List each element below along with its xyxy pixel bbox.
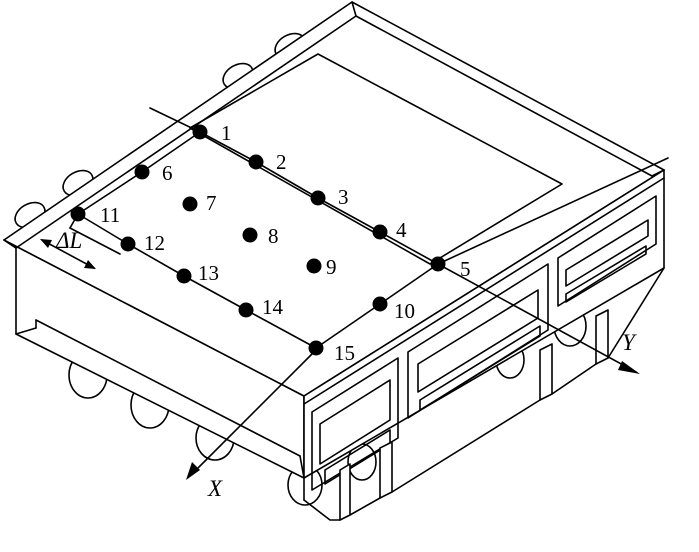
point-12-label: 12 (144, 231, 165, 255)
point-15-label: 15 (334, 341, 355, 365)
point-5-label: 5 (460, 257, 471, 281)
x-axis-arrowhead (186, 462, 200, 480)
x-axis-line (149, 107, 201, 133)
point-11-marker (70, 206, 86, 222)
point-10-label: 10 (394, 299, 415, 323)
point-6-label: 6 (162, 161, 173, 185)
x-axis-line-front (189, 349, 317, 477)
delta-l-dimension: ΔL (40, 213, 121, 269)
point-4-marker (372, 224, 388, 240)
point-10-marker (372, 296, 388, 312)
y-axis-arrowhead (618, 361, 640, 374)
x-axis-label: X (207, 476, 223, 501)
y-axis-label: Y (622, 330, 637, 355)
delta-l-label: ΔL (55, 228, 82, 253)
point-14-label: 14 (262, 295, 284, 319)
point-8-marker (242, 227, 258, 243)
point-9-marker (306, 258, 322, 274)
point-13-label: 13 (198, 261, 219, 285)
point-6-marker (134, 164, 150, 180)
axes: Y X (149, 107, 669, 501)
point-11-label: 11 (100, 203, 120, 227)
point-2-marker (248, 154, 264, 170)
point-7-label: 7 (206, 191, 217, 215)
point-1-label: 1 (221, 121, 232, 145)
point-7-marker (182, 196, 198, 212)
point-4-label: 4 (396, 218, 407, 242)
point-15-marker (308, 340, 324, 356)
table-body (3, 1, 665, 521)
point-5-marker (430, 256, 446, 272)
point-1-marker (192, 124, 208, 140)
measurement-points: 1 2 3 4 5 6 7 8 9 10 11 12 13 14 15 (70, 121, 471, 365)
point-12-marker (120, 236, 136, 252)
point-13-marker (176, 268, 192, 284)
point-2-label: 2 (276, 150, 287, 174)
y-axis-line (437, 263, 637, 373)
point-9-label: 9 (326, 255, 337, 279)
point-14-marker (238, 302, 254, 318)
point-8-label: 8 (268, 224, 279, 248)
point-3-marker (310, 190, 326, 206)
point-3-label: 3 (338, 185, 349, 209)
